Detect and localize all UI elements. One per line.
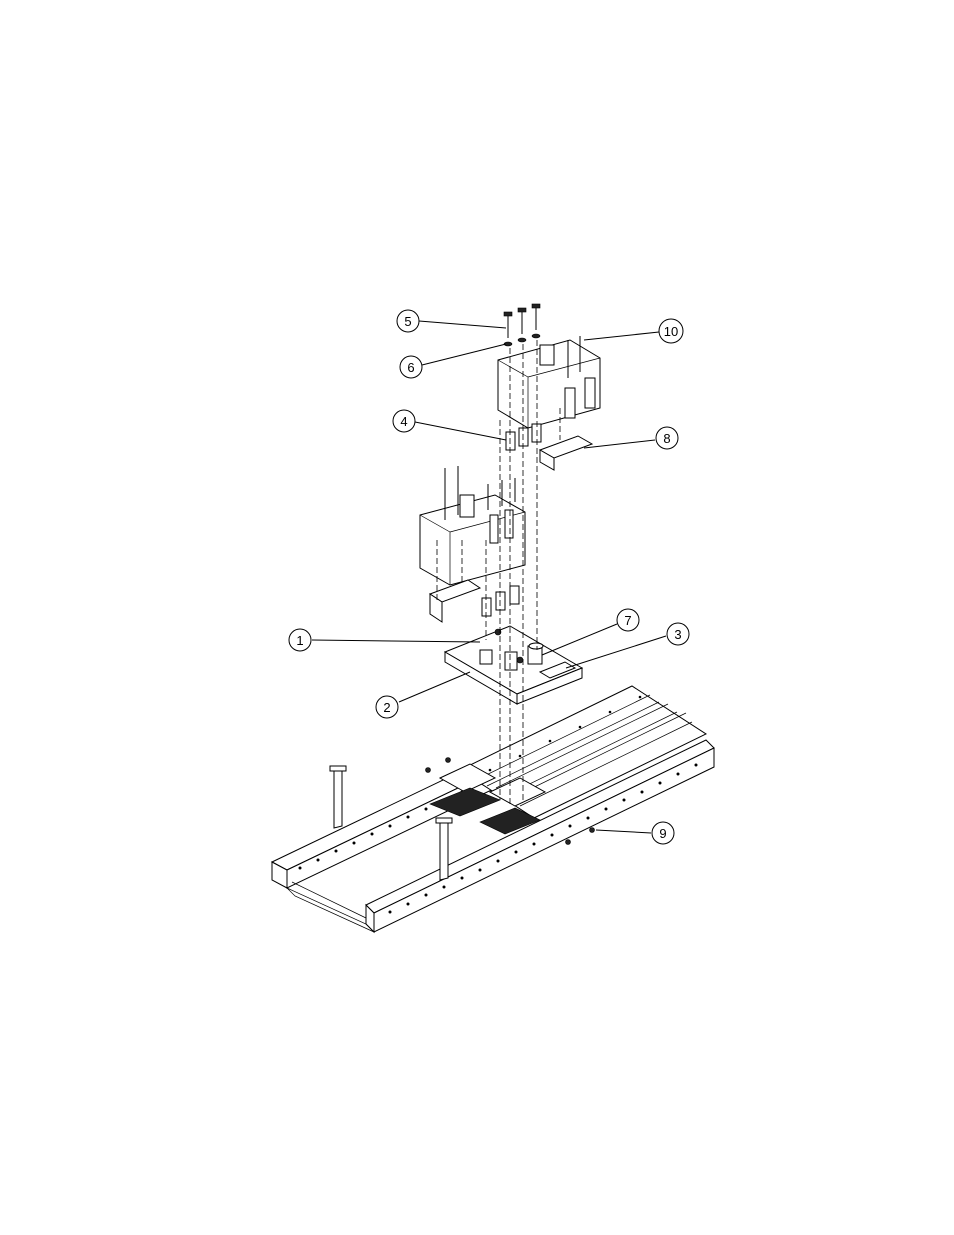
- callout-8: 8: [584, 427, 678, 449]
- callout-4: 4: [393, 410, 506, 440]
- lower-contactor: [420, 466, 525, 622]
- callout-3-label: 3: [674, 627, 681, 642]
- callout-9-label: 9: [659, 826, 666, 841]
- callout-6-label: 6: [407, 360, 414, 375]
- base-plate-assembly: [445, 626, 582, 704]
- callout-6: 6: [400, 344, 506, 378]
- callout-2-label: 2: [383, 700, 390, 715]
- callout-2: 2: [376, 672, 470, 718]
- callout-5: 5: [397, 310, 506, 332]
- bolts: [504, 304, 540, 346]
- upper-contactor: [498, 304, 600, 470]
- callout-1: 1: [289, 629, 480, 651]
- callout-7-label: 7: [624, 613, 631, 628]
- callout-8-label: 8: [663, 431, 670, 446]
- mounting-pan-rails: [272, 686, 714, 932]
- callout-9: 9: [596, 822, 674, 844]
- callout-10-label: 10: [664, 324, 678, 339]
- callout-5-label: 5: [404, 314, 411, 329]
- callout-7: 7: [542, 609, 639, 655]
- callout-4-label: 4: [400, 414, 407, 429]
- callout-10: 10: [584, 319, 683, 343]
- callout-1-label: 1: [296, 633, 303, 648]
